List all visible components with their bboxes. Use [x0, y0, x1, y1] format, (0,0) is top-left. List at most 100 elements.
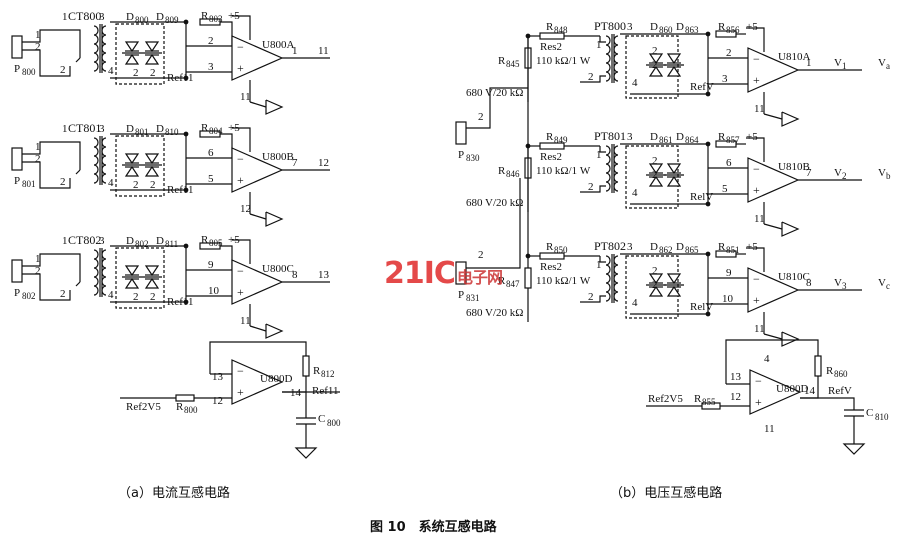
- pt-pin-1: 1: [596, 149, 602, 161]
- diode-label: D: [650, 131, 658, 143]
- plug-pin: 2: [478, 111, 484, 123]
- output-label: 12: [318, 157, 329, 169]
- plug-pin-1: 1: [35, 253, 41, 265]
- opamp-plus-sign: +: [237, 173, 244, 187]
- diode-symbol: [648, 65, 664, 77]
- ct-name: CT801: [68, 121, 101, 135]
- ct-pin-3: 3: [99, 11, 105, 23]
- pin-a: 13: [730, 371, 742, 383]
- pin-plus: 10: [208, 285, 220, 297]
- opamp: [747, 267, 800, 313]
- wire: [763, 223, 783, 230]
- input-label: Ref2V5: [126, 401, 161, 413]
- diode-box: [115, 23, 165, 85]
- wire: [220, 21, 233, 46]
- vphase-label: V: [878, 57, 886, 69]
- junction-dot: [183, 299, 189, 305]
- diode-symbol: [648, 53, 664, 65]
- diode-symbol: [124, 153, 140, 165]
- input-wire: [466, 178, 521, 269]
- supply-pin: 11: [754, 213, 765, 225]
- pt-pin-4: 4: [632, 297, 638, 309]
- junction-dot: [705, 251, 711, 257]
- supply-triangle: [781, 221, 800, 237]
- diode-symbol: [124, 165, 140, 177]
- opamp-minus-sign: −: [237, 40, 244, 54]
- diode-sub: 864: [685, 135, 699, 145]
- supply-label: +5: [746, 21, 758, 33]
- wire: [220, 133, 233, 158]
- plug-label: P: [14, 175, 20, 187]
- r-input: [175, 394, 195, 402]
- r-feedback: [302, 355, 310, 377]
- ct-primary-coil: [93, 249, 99, 296]
- pin-out: 14: [290, 387, 302, 399]
- opamp-minus-sign: −: [753, 272, 760, 286]
- diode-sub: 800: [135, 15, 149, 25]
- supply-triangle: [265, 211, 284, 227]
- opamp-minus-sign: −: [755, 374, 762, 388]
- supply-wire: [746, 137, 765, 162]
- plug-pin-3: 2: [60, 176, 66, 188]
- resistor-label: R: [546, 241, 554, 253]
- supply-triangle: [265, 323, 284, 339]
- opamp: [231, 147, 284, 193]
- diode-symbol: [648, 175, 664, 187]
- resistor-label: R: [694, 393, 702, 405]
- plug-label: P: [14, 63, 20, 75]
- diode-symbol: [144, 265, 160, 277]
- cap-sub: 800: [327, 418, 341, 428]
- pin-plus: 3: [208, 61, 214, 73]
- plug-pin-1: 1: [35, 29, 41, 41]
- diode-sub: 801: [135, 127, 149, 137]
- opamp-name: U810B: [778, 161, 810, 173]
- diode-label: D: [650, 241, 658, 253]
- ref-out-label: Ref11: [312, 385, 338, 397]
- opamp-minus-sign: −: [237, 364, 244, 378]
- diode-pin: 2: [652, 45, 658, 57]
- supply-wire: [232, 239, 251, 264]
- pin-minus: 2: [208, 35, 214, 47]
- resistor-label: R: [718, 241, 726, 253]
- junction-dot: [183, 131, 189, 137]
- diode-sub: 809: [165, 15, 179, 25]
- diode-symbol: [124, 277, 140, 289]
- wire: [763, 113, 783, 120]
- ct-name: CT800: [68, 9, 101, 23]
- pin-bot: 11: [764, 423, 775, 435]
- vphase-sub: a: [886, 61, 890, 71]
- resistor-sub: 860: [834, 369, 848, 379]
- opamp-minus-sign: −: [753, 162, 760, 176]
- resistor-sub: 800: [184, 405, 198, 415]
- pin-minus: 9: [726, 267, 732, 279]
- diode-symbol: [648, 163, 664, 175]
- resistor-label: R: [546, 21, 554, 33]
- plug-pin-3: 2: [60, 288, 66, 300]
- wire-layer: [11, 15, 866, 459]
- resistor-sub: 850: [554, 245, 568, 255]
- r-input: [701, 402, 721, 410]
- arrow-head: [75, 57, 81, 63]
- plug-connector: [455, 261, 467, 285]
- resistor-label: R: [498, 55, 506, 67]
- ct-pin-4: 4: [108, 289, 114, 301]
- pin-b: 12: [212, 395, 223, 407]
- pt-pin-3: 3: [627, 21, 633, 33]
- diode-symbol: [144, 153, 160, 165]
- divider-label: 680 V/20 kΩ: [466, 197, 523, 209]
- vphase-label: V: [878, 167, 886, 179]
- diode-pin: 2: [133, 67, 139, 79]
- ct-lead-wire: [22, 141, 81, 170]
- wire: [580, 295, 606, 303]
- pin-minus: 6: [726, 157, 732, 169]
- junction-dot: [183, 187, 189, 193]
- cap-label: C: [866, 407, 873, 419]
- wire: [580, 75, 606, 83]
- vout-sub: 2: [842, 171, 847, 181]
- ref-label: RelV: [690, 191, 713, 203]
- supply-triangle: [781, 331, 800, 347]
- diode-sub: 811: [165, 239, 178, 249]
- vout-label: V: [834, 277, 842, 289]
- plug-label: P: [458, 149, 464, 161]
